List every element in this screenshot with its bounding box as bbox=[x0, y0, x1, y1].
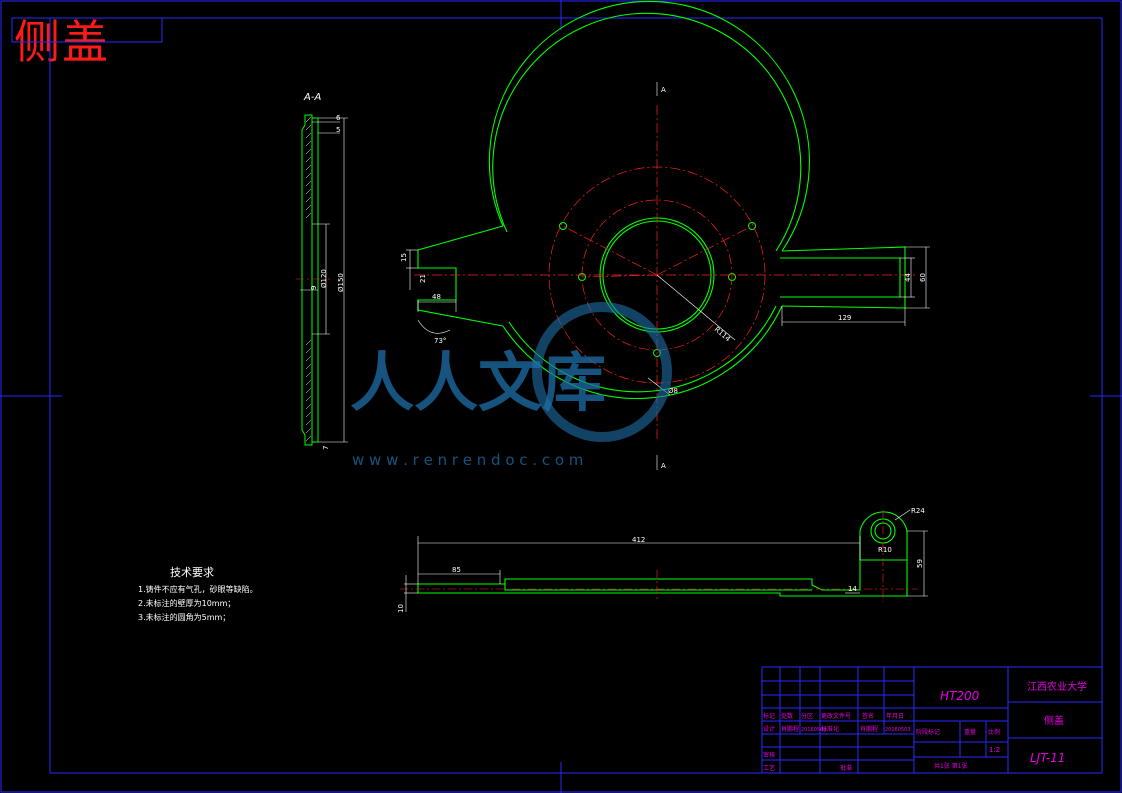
row-label-zone: 分区 bbox=[801, 712, 813, 720]
designer: 肖鹏程 bbox=[781, 725, 799, 733]
watermark: 人人文库 w w w . r e n r e n d o c . c o m bbox=[350, 302, 672, 469]
front-view-centerlines bbox=[414, 105, 915, 440]
technical-requirements: 技术要求 1.铸件不应有气孔，砂眼等缺陷。 2.未标注的壁厚为10mm； 3.未… bbox=[138, 566, 258, 622]
process-label: 工艺 bbox=[763, 764, 775, 772]
dim-59: 59 bbox=[916, 559, 924, 568]
sheet-count: 共1张 第1张 bbox=[934, 762, 968, 770]
design-date: 20160503 bbox=[801, 727, 826, 733]
dim-85: 85 bbox=[452, 566, 461, 574]
review-label: 审核 bbox=[763, 751, 775, 759]
section-view bbox=[301, 114, 319, 446]
drawing-number: LJT-11 bbox=[1030, 751, 1065, 765]
dim-60: 60 bbox=[919, 273, 927, 282]
school-name: 江西农业大学 bbox=[1027, 680, 1087, 693]
section-mark-top: A bbox=[661, 86, 666, 94]
dim-diameter-150: Ø150 bbox=[337, 273, 345, 292]
dim-412: 412 bbox=[632, 536, 645, 544]
tech-req-item-2: 2.未标注的壁厚为10mm； bbox=[138, 598, 235, 608]
top-view-dimensions bbox=[404, 509, 928, 612]
dim-5: 5 bbox=[336, 126, 340, 134]
dim-diameter-120: Ø120 bbox=[320, 269, 328, 288]
watermark-url: w w w . r e n r e n d o c . c o m bbox=[352, 451, 583, 469]
row-label-date: 年月日 bbox=[886, 712, 904, 720]
tech-req-item-3: 3.未标注的圆角为5mm； bbox=[138, 612, 230, 622]
dim-44: 44 bbox=[904, 273, 912, 282]
section-hatch bbox=[305, 116, 312, 442]
dim-14: 14 bbox=[848, 585, 857, 593]
row-label-count: 处数 bbox=[781, 712, 793, 720]
dim-r114: R114 bbox=[713, 325, 733, 343]
tech-req-item-1: 1.铸件不应有气孔，砂眼等缺陷。 bbox=[138, 584, 258, 594]
scale-label: 比例 bbox=[988, 728, 1000, 736]
title-block bbox=[761, 666, 1103, 774]
dim-48: 48 bbox=[432, 293, 441, 301]
dim-hole-diameter: Ø8 bbox=[668, 387, 678, 395]
stage-label: 阶段标记 bbox=[916, 728, 940, 736]
dim-9: 9 bbox=[310, 286, 318, 290]
dim-21: 21 bbox=[419, 274, 427, 283]
standardization-date: 20160503 bbox=[885, 727, 910, 733]
scale: 1:2 bbox=[989, 746, 1000, 754]
angle-73: 73° bbox=[434, 337, 446, 345]
dim-6: 6 bbox=[336, 114, 341, 122]
standardizer: 肖鹏程 bbox=[860, 725, 878, 733]
dim-7: 7 bbox=[322, 446, 330, 450]
dim-15: 15 bbox=[400, 253, 408, 262]
top-view-outline bbox=[417, 511, 908, 597]
row-label-mark: 标记 bbox=[763, 712, 775, 720]
section-mark-bottom: A bbox=[661, 462, 666, 470]
dim-10: 10 bbox=[397, 604, 405, 613]
dim-129: 129 bbox=[838, 314, 851, 322]
section-label: A-A bbox=[303, 92, 321, 103]
standardization-label: 标准化 bbox=[821, 725, 839, 733]
weight-label: 重量 bbox=[964, 728, 976, 736]
material: HT200 bbox=[940, 689, 980, 703]
approve-label: 批准 bbox=[840, 764, 852, 772]
part-name: 侧盖 bbox=[1044, 714, 1064, 727]
row-label-sign: 签名 bbox=[862, 712, 874, 720]
dim-r10: R10 bbox=[878, 546, 892, 554]
dim-r24: R24 bbox=[911, 507, 925, 515]
design-label: 设计 bbox=[763, 725, 775, 733]
tech-req-heading: 技术要求 bbox=[170, 566, 214, 579]
row-label-change-doc: 更改文件号 bbox=[821, 712, 851, 720]
section-dimension-lines bbox=[300, 117, 348, 443]
watermark-logo-text: 人人文库 bbox=[350, 347, 606, 421]
